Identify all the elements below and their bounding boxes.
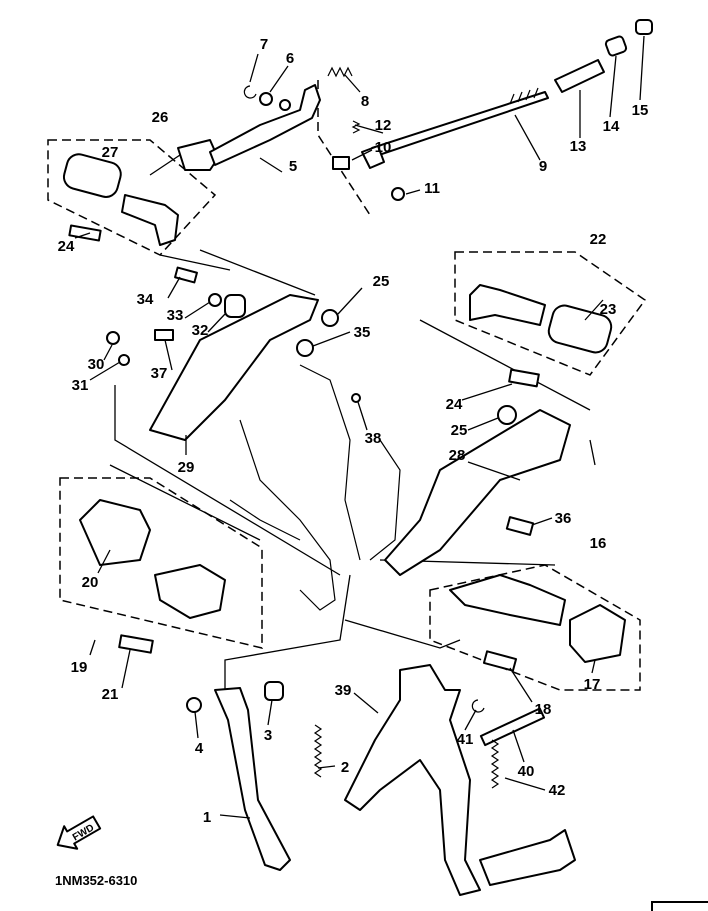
part-5-brake-pedal (177, 84, 321, 171)
callout-11: 11 (424, 180, 440, 197)
callout-26: 26 (152, 109, 169, 126)
part-14-adjuster (604, 35, 628, 57)
part-35-nut (296, 339, 314, 357)
part-33-washer (208, 293, 222, 307)
callout-19: 19 (71, 659, 88, 676)
part-42-spring (490, 739, 500, 789)
callout-9: 9 (539, 158, 547, 175)
part-29-footrest-bracket (149, 294, 319, 441)
corner-box (651, 901, 708, 911)
part-24-bolt (68, 224, 102, 242)
callout-18: 18 (535, 701, 552, 718)
callout-30: 30 (88, 356, 105, 373)
part-21-bolt (118, 634, 154, 654)
callout-27: 27 (102, 144, 119, 161)
callout-32: 32 (192, 322, 209, 339)
callout-31: 31 (72, 377, 89, 394)
part-8-spring (327, 66, 353, 78)
group-box-22 (454, 251, 647, 376)
part-38-bolt (351, 393, 361, 403)
part-10-pin (332, 156, 350, 170)
callout-10: 10 (375, 139, 392, 156)
callout-3: 3 (264, 727, 272, 744)
part-footrest-bracket-front-left (154, 564, 226, 619)
part-18-bolt (482, 650, 518, 672)
part-20-footrest-rubber (79, 499, 151, 566)
group-box-26 (47, 139, 217, 256)
callout-7: 7 (260, 36, 268, 53)
part-23-footrest-rubber (547, 304, 613, 354)
callout-6: 6 (286, 50, 294, 67)
callout-33: 33 (167, 307, 184, 324)
part-36-bolt (505, 516, 535, 536)
part-footrest-bracket-rear-right (469, 284, 546, 326)
callout-20: 20 (82, 574, 99, 591)
callout-24b: 24 (446, 396, 463, 413)
callout-25: 25 (373, 273, 390, 290)
callout-29: 29 (178, 459, 195, 476)
callout-22: 22 (590, 231, 607, 248)
part-41-clip (471, 699, 485, 713)
part-24b-bolt (508, 368, 540, 388)
part-39-stand-crossbar (479, 829, 576, 886)
callout-37: 37 (151, 365, 168, 382)
callout-14: 14 (603, 118, 620, 135)
part-footrest-bracket-front-right (449, 574, 566, 626)
callout-21: 21 (102, 686, 119, 703)
callout-13: 13 (570, 138, 587, 155)
part-11-nut (391, 187, 405, 201)
group-box-19 (59, 477, 263, 649)
callout-38: 38 (365, 430, 382, 447)
part-40-pivot-shaft (479, 707, 546, 747)
part-37-bolt (154, 329, 174, 341)
callout-35: 35 (354, 324, 371, 341)
callout-1: 1 (203, 809, 211, 826)
callout-41: 41 (457, 731, 474, 748)
part-30-bolt (106, 331, 120, 345)
part-7-clip (243, 85, 257, 99)
callout-17: 17 (584, 676, 601, 693)
part-9-brake-rod (361, 87, 549, 169)
fwd-arrow-icon: FWD (56, 815, 102, 850)
callout-12: 12 (375, 117, 392, 134)
part-13-spring (554, 59, 605, 93)
callout-15: 15 (632, 102, 649, 119)
part-1-sidestand (214, 687, 291, 871)
svg-text:FWD: FWD (71, 823, 96, 844)
callout-34: 34 (137, 291, 154, 308)
part-31-nut (118, 354, 130, 366)
part-27-footrest-rubber (62, 153, 122, 198)
callout-16: 16 (590, 535, 607, 552)
frame (229, 364, 401, 611)
callout-24: 24 (58, 238, 75, 255)
part-15-nut (635, 19, 653, 35)
callout-28: 28 (449, 447, 466, 464)
part-17-footrest-rubber (569, 604, 626, 663)
part-4-nut (186, 697, 202, 713)
part-code: 1NM352-6310 (55, 873, 137, 888)
callout-25b: 25 (451, 422, 468, 439)
callout-23: 23 (600, 301, 617, 318)
callout-42: 42 (549, 782, 566, 799)
part-6-washer (259, 92, 273, 106)
callout-39: 39 (335, 682, 352, 699)
part-footrest-bracket-rear-left (121, 194, 179, 246)
part-39-main-stand (344, 664, 481, 896)
part-34-bolt (174, 266, 198, 284)
part-3-bolt (264, 681, 284, 701)
part-32-damper (224, 294, 246, 318)
part-25-nut (321, 309, 339, 327)
part-28-footrest-bracket (384, 409, 571, 576)
callout-4: 4 (195, 740, 204, 757)
callout-40: 40 (518, 763, 535, 780)
part-2-spring (313, 724, 323, 778)
callout-2: 2 (341, 759, 349, 776)
callout-8: 8 (361, 93, 369, 110)
part-25b-nut (497, 405, 517, 425)
callout-5: 5 (289, 158, 297, 175)
part-12-spring (351, 120, 361, 134)
callout-36: 36 (555, 510, 572, 527)
